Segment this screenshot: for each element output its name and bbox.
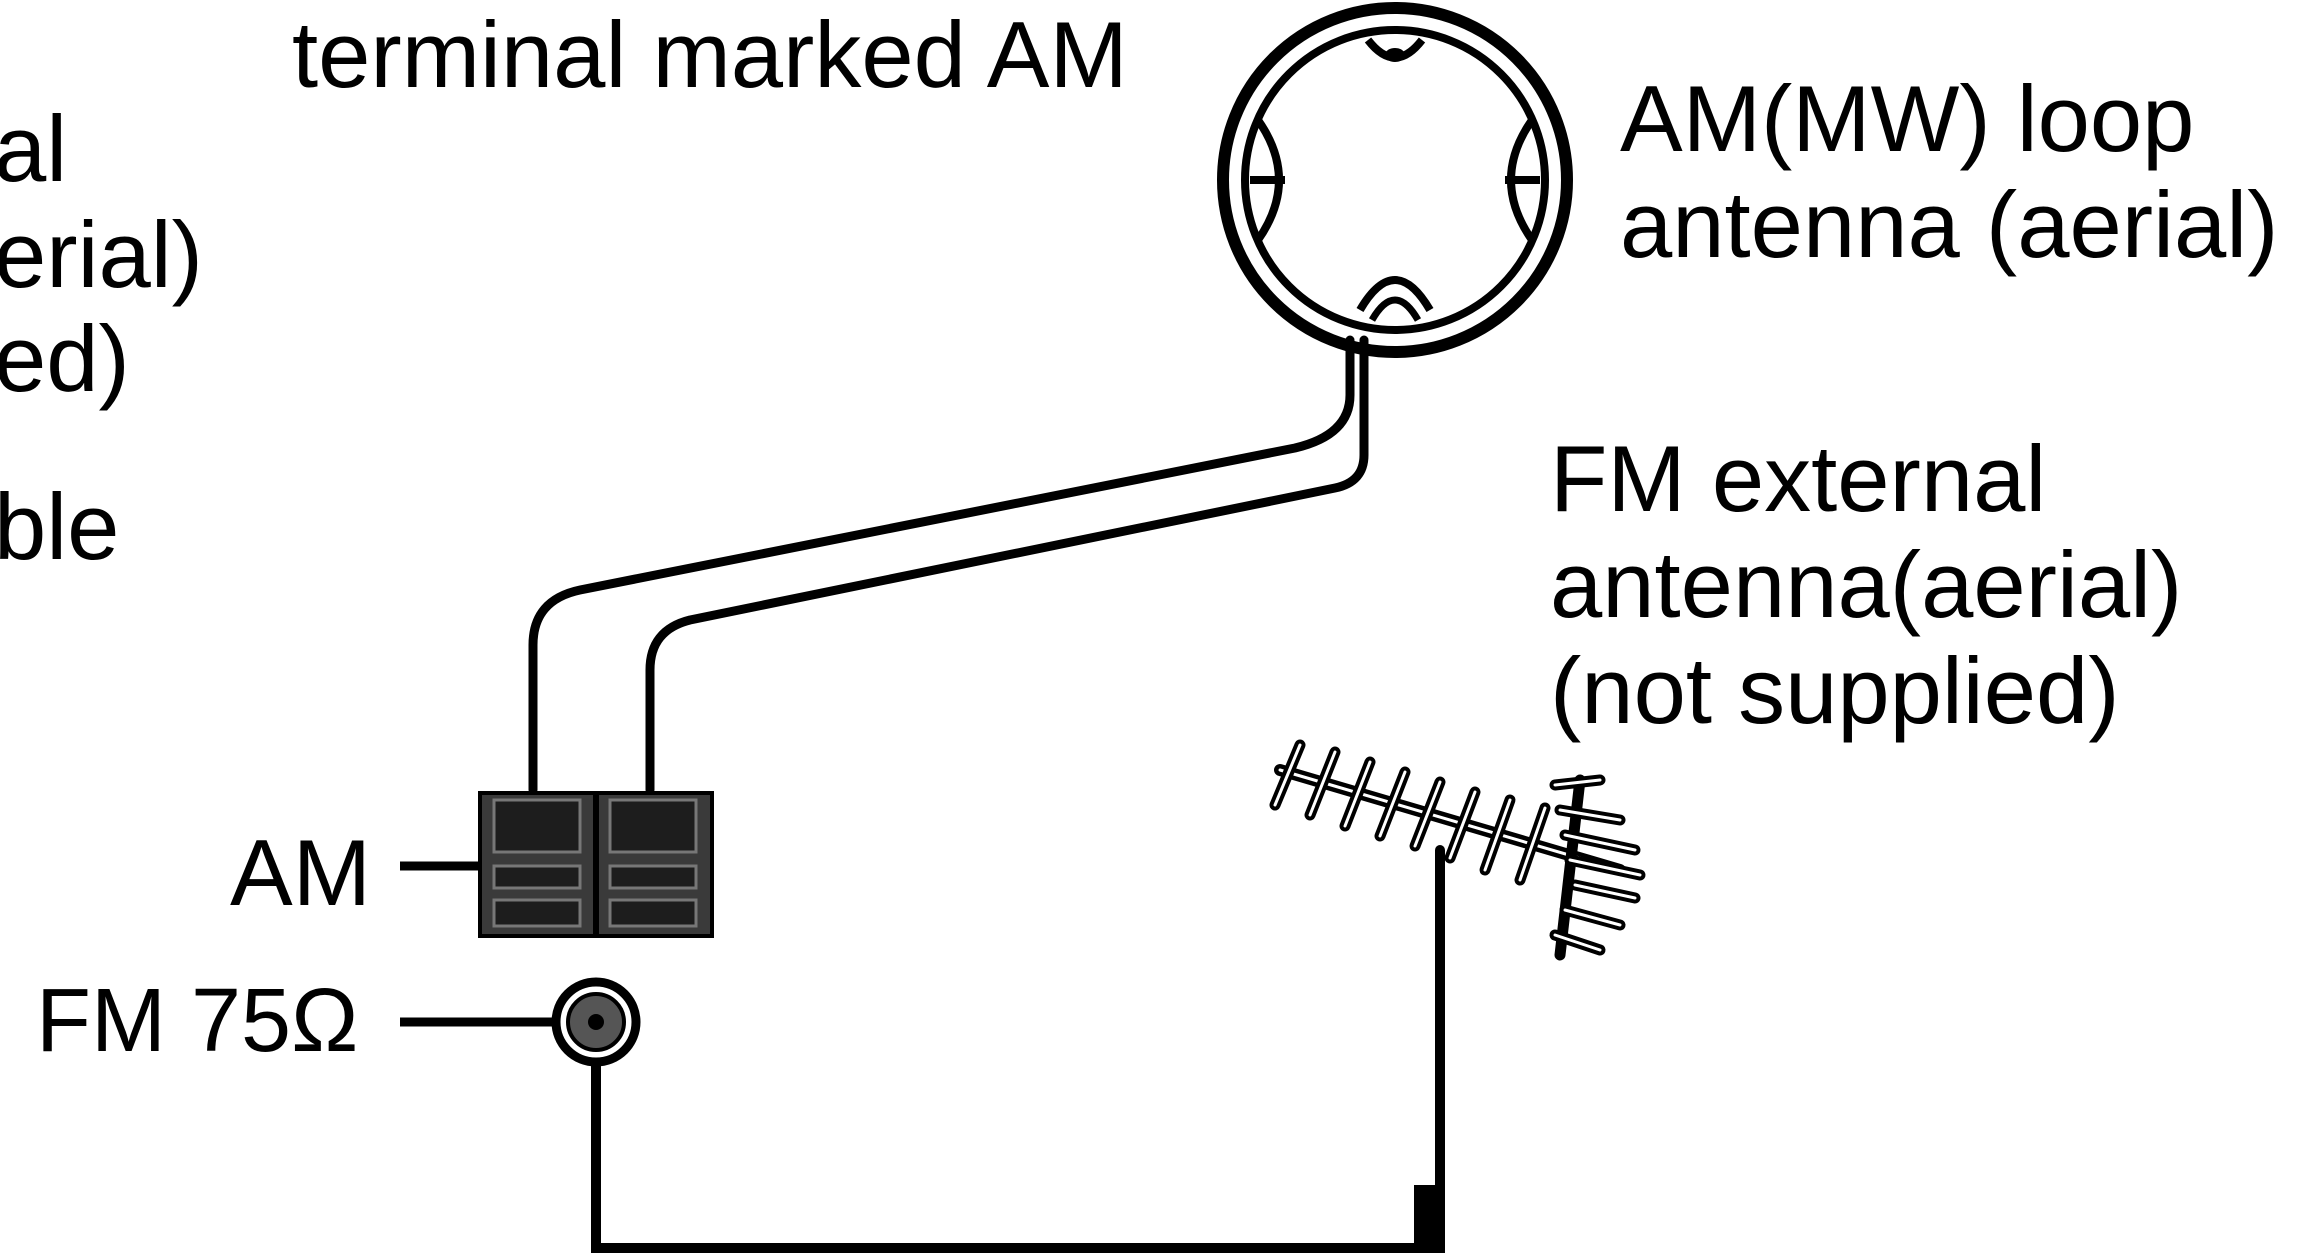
left-fragment-4: ble <box>0 474 120 579</box>
left-fragment-2: erial) <box>0 202 203 307</box>
am-terminal-label: AM <box>230 820 371 925</box>
fm-external-label-line2: antenna(aerial) <box>1550 532 2183 637</box>
fm-terminal-prefix: FM 75 <box>36 971 292 1071</box>
am-terminal-block-icon <box>478 791 714 938</box>
fm-terminal-label: FM 75Ω <box>36 976 358 1066</box>
cable-strain-relief <box>1414 1185 1444 1247</box>
am-twin-lead-wire <box>528 335 1369 795</box>
left-fragment-1: al <box>0 96 68 201</box>
fm-yagi-antenna-icon <box>1269 739 1646 961</box>
am-loop-antenna-icon <box>1217 2 1573 358</box>
coaxial-jack-icon <box>551 977 641 1067</box>
ohm-symbol: Ω <box>291 971 359 1071</box>
top-caption: terminal marked AM <box>292 2 1128 107</box>
fm-coax-cable <box>591 860 1445 1253</box>
am-loop-label-line2: antenna (aerial) <box>1620 172 2279 277</box>
fm-external-label-line3: (not supplied) <box>1550 638 2120 743</box>
am-loop-label-line1: AM(MW) loop <box>1620 66 2195 171</box>
fm-external-label-line1: FM external <box>1550 426 2047 531</box>
left-fragment-3: ed) <box>0 306 130 411</box>
